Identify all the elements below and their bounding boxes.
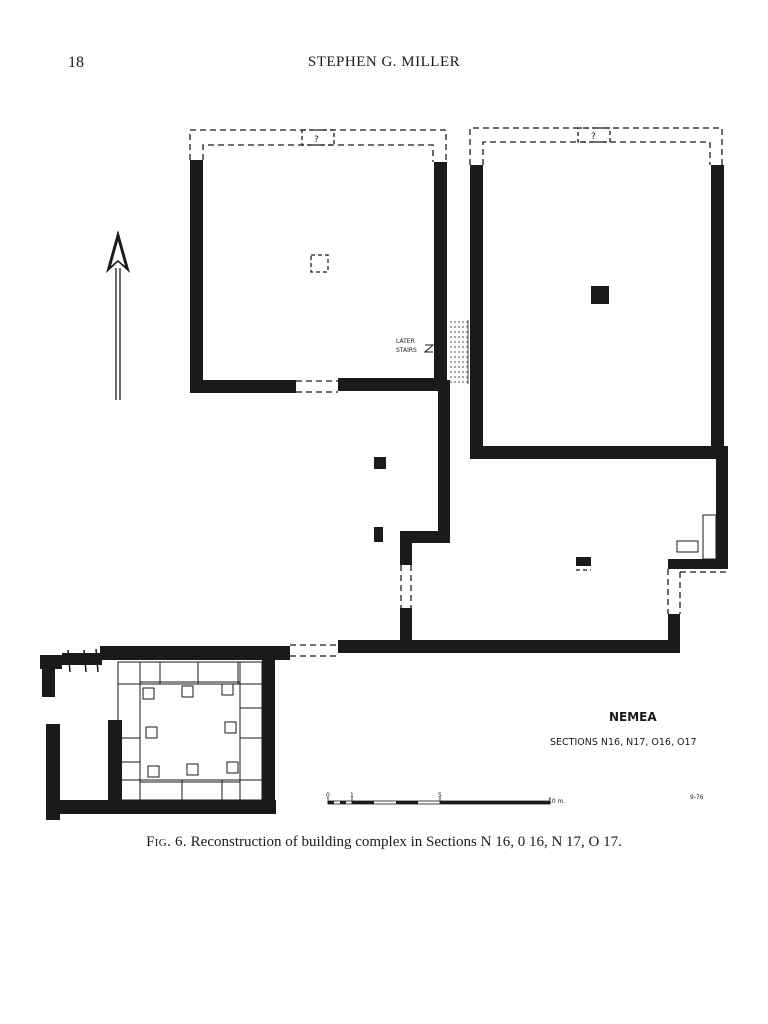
unknown-mark-right: ? bbox=[591, 132, 596, 142]
plan-walls bbox=[40, 160, 728, 820]
figure-label: Fig. 6. bbox=[146, 834, 187, 850]
bottom-room-north-wall-b bbox=[100, 646, 290, 660]
page-number: 18 bbox=[68, 54, 84, 71]
courtyard-se-step bbox=[668, 559, 728, 569]
courtyard-features bbox=[676, 514, 717, 560]
running-head-author: STEPHEN G. MILLER bbox=[307, 54, 461, 70]
sections-label: SECTIONS N16, N17, O16, O17 bbox=[550, 737, 697, 748]
courtyard-south-wall bbox=[338, 640, 680, 653]
north-arrow-icon bbox=[106, 230, 130, 400]
left-room-south-wall-b bbox=[338, 378, 440, 391]
base-courtyard bbox=[576, 557, 591, 566]
bottom-room-inner-wall bbox=[108, 720, 122, 806]
right-room-south-wall bbox=[470, 446, 724, 459]
bottom-room-west-wall-a bbox=[42, 655, 55, 697]
corridor-step-v bbox=[400, 531, 412, 565]
figure-caption-text: Reconstruction of building complex in Se… bbox=[190, 834, 622, 850]
right-room-east-wall bbox=[711, 165, 724, 458]
corridor-east-wall bbox=[438, 380, 450, 540]
stairs-label-line1: LATER bbox=[396, 338, 415, 345]
later-stairs bbox=[450, 320, 469, 384]
bottom-room-south-wall bbox=[48, 800, 276, 814]
site-title: NEMEA bbox=[609, 710, 657, 724]
scale-tick-0: 0 bbox=[326, 792, 330, 799]
left-room-west-wall bbox=[190, 160, 203, 393]
bottom-room-east-wall bbox=[262, 648, 275, 812]
peristyle-court bbox=[117, 661, 263, 801]
corridor-step-h bbox=[400, 531, 450, 543]
scale-bar: 0 1 5 10 m. bbox=[326, 792, 565, 805]
left-room-south-wall-a bbox=[190, 380, 296, 393]
right-room-west-wall bbox=[470, 165, 483, 458]
plan-conjectural-lines bbox=[189, 127, 728, 657]
date-mark: 9-76 bbox=[690, 794, 704, 801]
base-right-room bbox=[591, 286, 609, 304]
base-corridor-2 bbox=[374, 527, 383, 542]
figure-caption: Fig. 6. Reconstruction of building compl… bbox=[0, 834, 768, 851]
scale-tick-1: 1 bbox=[350, 792, 354, 799]
stairs-label-line2: STAIRS bbox=[396, 347, 417, 354]
courtyard-east-wall bbox=[716, 446, 728, 566]
bottom-room-west-wall-b bbox=[46, 724, 60, 820]
scale-tick-10: 10 m. bbox=[548, 798, 565, 805]
courtyard-west-wall bbox=[400, 608, 412, 648]
unknown-mark-left: ? bbox=[314, 135, 319, 145]
bottom-room-north-wall-c bbox=[62, 653, 102, 665]
door-marks bbox=[67, 648, 99, 673]
scale-tick-5: 5 bbox=[438, 792, 442, 799]
left-room-east-wall bbox=[434, 162, 447, 390]
base-corridor-1 bbox=[374, 457, 386, 469]
stairs-pointer bbox=[423, 344, 435, 353]
